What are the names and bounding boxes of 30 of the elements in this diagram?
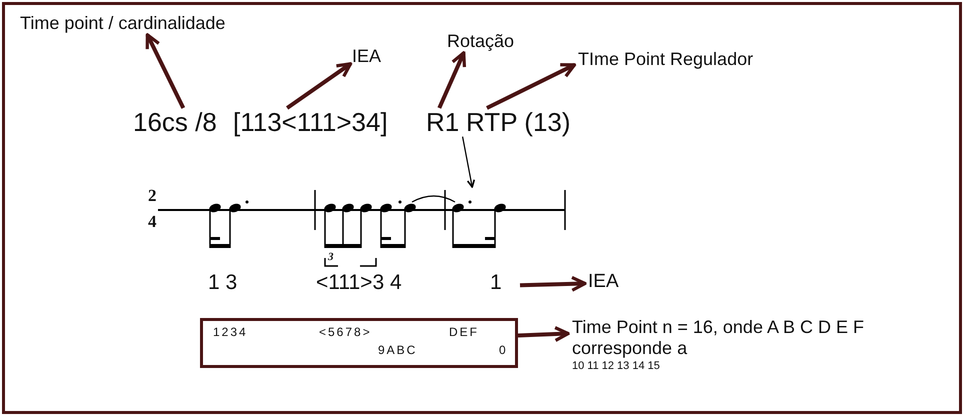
time-point-digits: <5678> bbox=[319, 326, 372, 340]
time-point-box bbox=[200, 318, 518, 368]
annotation-label: TIme Point Regulador bbox=[578, 50, 754, 70]
annotation-label: IEA bbox=[352, 47, 382, 67]
annotation-label: Rotação bbox=[447, 32, 514, 52]
explanation-text: Time Point n = 16, onde A B C D E F corresponde a bbox=[572, 317, 865, 358]
interval-numbers: <111>3 4 bbox=[316, 271, 402, 294]
arrow bbox=[286, 62, 352, 110]
formula-part: 16cs /8 bbox=[133, 108, 217, 137]
arrow bbox=[518, 326, 570, 342]
time-signature-numerator: 2 bbox=[148, 187, 156, 204]
formula-part: R1 bbox=[426, 108, 460, 137]
time-point-digits: 0 bbox=[499, 344, 508, 358]
interval-numbers: 1 3 bbox=[208, 271, 238, 294]
number-list: 10 11 12 13 14 15 bbox=[572, 358, 958, 376]
annotation-label: Time point / cardinalidade bbox=[20, 14, 226, 34]
time-point-digits: DEF bbox=[449, 326, 479, 340]
arrow bbox=[462, 136, 476, 188]
arrow bbox=[520, 276, 587, 292]
interval-numbers: 1 bbox=[490, 271, 502, 294]
arrow bbox=[437, 51, 466, 109]
time-signature-denominator: 4 bbox=[148, 213, 156, 230]
formula-part: [113<111>34] bbox=[233, 108, 388, 137]
annotation-label: IEA bbox=[588, 272, 619, 293]
arrow bbox=[146, 33, 186, 109]
formula-part: RTP (13) bbox=[466, 108, 571, 137]
tuplet-number: 3 bbox=[328, 252, 334, 263]
time-point-digits: 1234 bbox=[213, 326, 248, 340]
time-point-digits: 9ABC bbox=[378, 344, 418, 358]
arrow bbox=[486, 63, 576, 110]
